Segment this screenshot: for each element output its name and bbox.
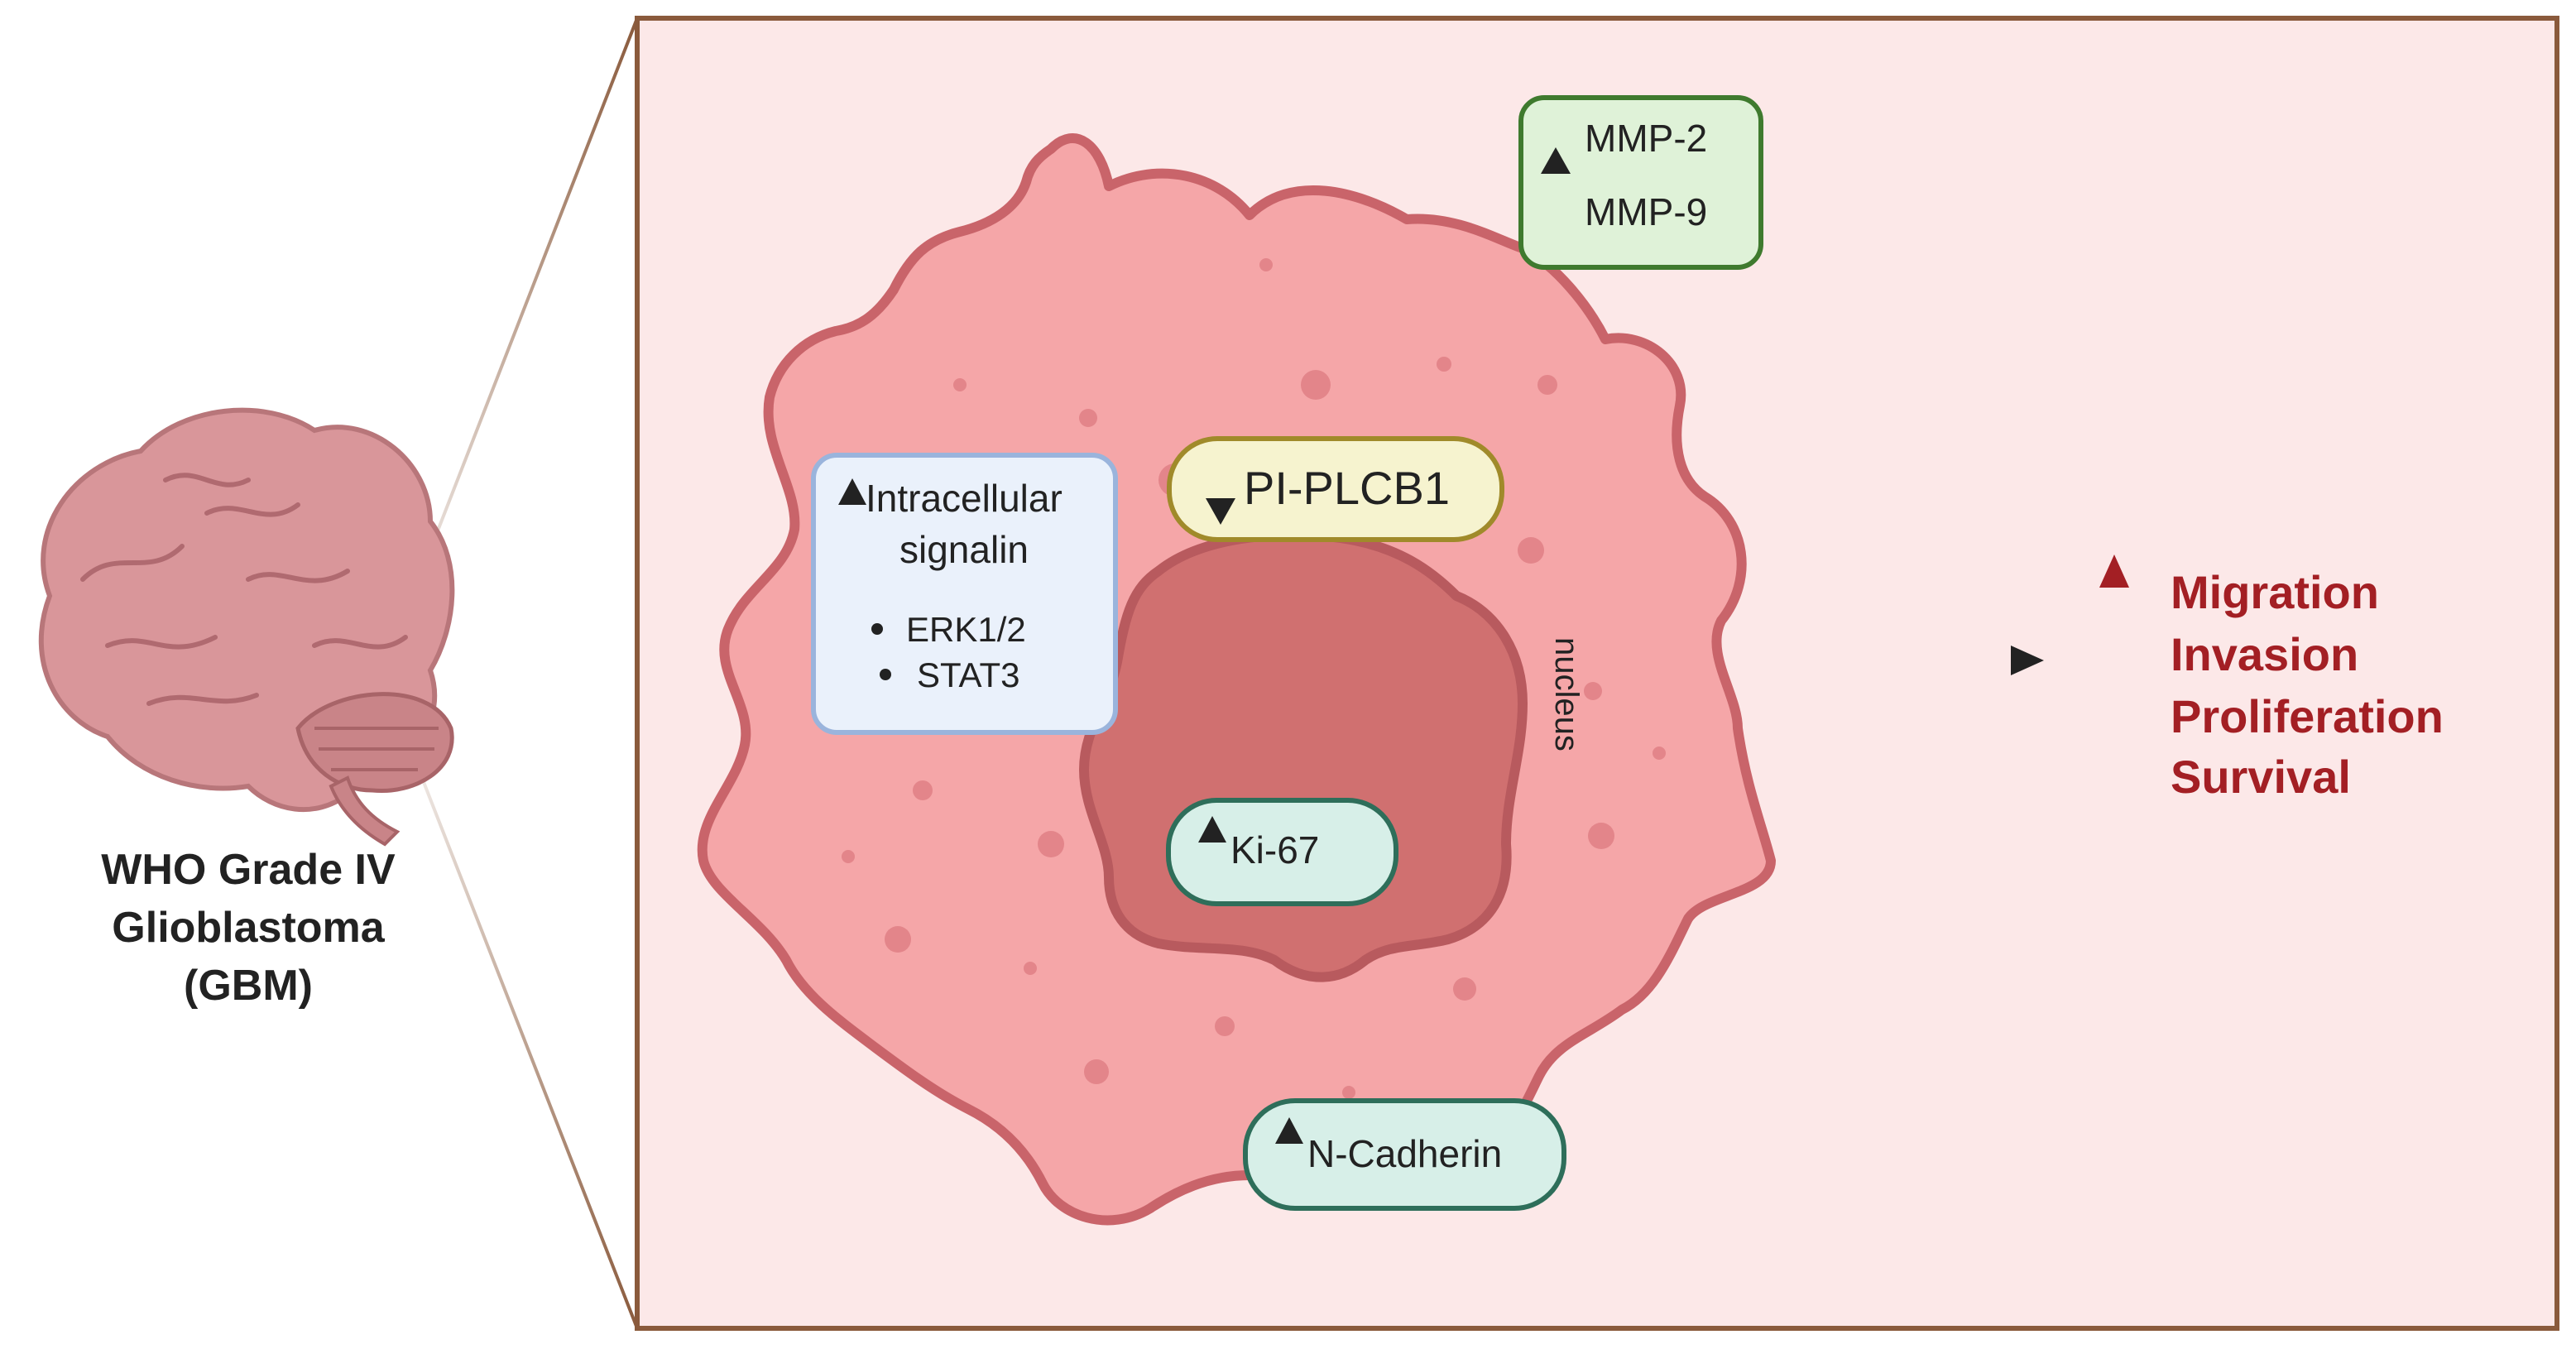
right-arrow-icon (1771, 646, 2044, 675)
outcome-arrow-icon (2099, 554, 2129, 819)
ki67-label: Ki-67 (1230, 828, 1319, 871)
outcome-proliferation: Proliferation (2171, 690, 2444, 742)
intracellular-item-erk: ERK1/2 (906, 610, 1026, 649)
bullet-icon (880, 669, 891, 680)
plcb1-box: PI-PLCB1 (1167, 436, 1504, 542)
cytoplasm-granules (842, 258, 1666, 1099)
outcome-invasion: Invasion (2171, 628, 2358, 680)
intracellular-item-stat3: STAT3 (917, 655, 1019, 694)
up-arrow-icon (838, 478, 866, 542)
mmp-box: MMP-2 MMP-9 (1518, 95, 1763, 270)
bullet-icon (871, 623, 883, 635)
outcome-migration: Migration (2171, 566, 2379, 618)
gbm-label-line1: WHO Grade IV (101, 846, 396, 894)
intracellular-title-line2: signalin (899, 528, 1029, 571)
intracellular-signaling-box: Intracellular signalin ERK1/2 STAT3 (811, 453, 1118, 735)
mmp-9-label: MMP-9 (1585, 190, 1707, 233)
down-arrow-icon (1206, 462, 1235, 525)
zoom-line-bottom (420, 777, 639, 1329)
nucleus (1079, 530, 1528, 982)
up-arrow-icon (1541, 147, 1571, 215)
zoom-line-top (420, 17, 639, 572)
up-arrow-icon (1198, 816, 1226, 879)
gbm-label-line3: (GBM) (184, 962, 313, 1010)
up-arrow-icon (1275, 1117, 1303, 1182)
ki67-box: Ki-67 (1166, 798, 1398, 906)
intracellular-title-line1: Intracellular (866, 477, 1063, 520)
ncadherin-label: N-Cadherin (1307, 1132, 1502, 1175)
ncadherin-box: N-Cadherin (1243, 1098, 1566, 1211)
plcb1-label: PI-PLCB1 (1244, 462, 1450, 514)
brain-icon (38, 407, 455, 847)
nucleus-label: nucleus (1548, 637, 1585, 751)
outcome-survival: Survival (2171, 751, 2351, 803)
mmp-2-label: MMP-2 (1585, 117, 1707, 160)
gbm-label-line2: Glioblastoma (112, 904, 385, 952)
